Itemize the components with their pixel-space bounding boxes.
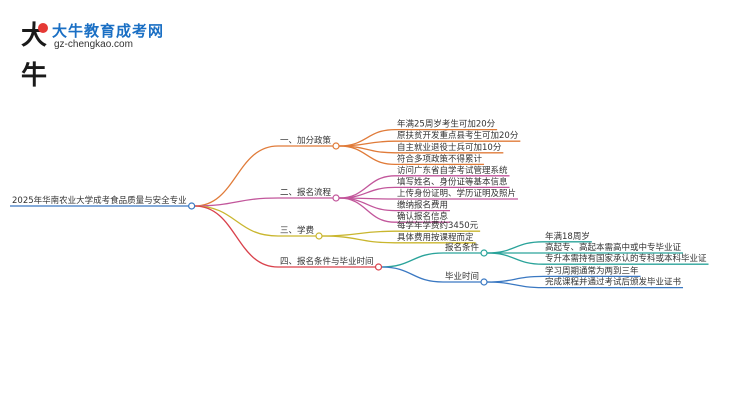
- leaf-1-4[interactable]: 符合多项政策不得累计: [397, 153, 483, 164]
- sub-branch-2[interactable]: 毕业时间: [445, 271, 479, 282]
- branch-1[interactable]: 一、加分政策: [280, 135, 332, 146]
- sub-branch-2-toggle[interactable]: [480, 278, 488, 286]
- leaf-2-3[interactable]: 上传身份证明、学历证明及照片: [397, 188, 516, 199]
- bull-logo-icon: 大牛: [14, 16, 54, 91]
- sub-leaf-1-3[interactable]: 专升本需持有国家承认的专科或本科毕业证: [545, 253, 707, 264]
- sub-branch-1[interactable]: 报名条件: [445, 242, 480, 253]
- leaf-3-1[interactable]: 每学年学费约3450元: [397, 220, 479, 231]
- sub-leaf-1-1[interactable]: 年满18周岁: [545, 231, 590, 242]
- leaf-2-5[interactable]: 确认报名信息: [397, 211, 449, 222]
- leaf-1-1[interactable]: 年满25周岁考生可加20分: [397, 119, 496, 130]
- leaf-2-1[interactable]: 访问广东省自学考试管理系统: [397, 165, 508, 176]
- link-sub-2: [381, 266, 444, 283]
- link-branch-1: [194, 145, 279, 207]
- link-sub-leaf-2-2: [487, 281, 544, 289]
- link-branch-4: [194, 205, 279, 268]
- branch-3[interactable]: 三、学费: [280, 225, 315, 236]
- link-branch-2: [194, 197, 279, 207]
- link-leaf-3-1: [322, 230, 396, 237]
- logo-site-url: gz-chengkao.com: [54, 39, 133, 50]
- link-sub-1: [381, 252, 444, 268]
- branch-4[interactable]: 四、报名条件与毕业时间: [280, 256, 374, 267]
- sub-leaf-1-2[interactable]: 高起专、高起本需高中或中专毕业证: [545, 242, 682, 253]
- root-topic[interactable]: 2025年华南农业大学成考食品质量与安全专业: [12, 195, 187, 206]
- branch-1-toggle[interactable]: [332, 142, 340, 150]
- sub-leaf-2-1[interactable]: 学习周期通常为两到三年: [545, 265, 639, 276]
- leaf-1-3[interactable]: 自主就业退役士兵可加10分: [397, 142, 502, 153]
- leaf-3-2[interactable]: 具体费用按课程而定: [397, 232, 474, 243]
- branch-2-toggle[interactable]: [332, 194, 340, 202]
- branch-4-toggle[interactable]: [374, 263, 383, 271]
- mind-map-nodes: 2025年华南农业大学成考食品质量与安全专业 一、加分政策 年满25周岁考生可加20…: [12, 119, 707, 288]
- link-sub-leaf-2-1: [487, 275, 544, 283]
- link-leaf-1-2: [339, 140, 396, 147]
- root-collapse-toggle[interactable]: [188, 202, 196, 210]
- link-sub-leaf-1-3: [487, 252, 544, 265]
- link-leaf-2-4: [339, 197, 396, 212]
- sub-leaf-2-2[interactable]: 完成课程并通过考试后颁发毕业证书: [545, 277, 682, 288]
- leaf-2-2[interactable]: 填写姓名、身份证等基本信息: [397, 176, 508, 187]
- logo-site-name: 大牛教育成考网: [52, 22, 165, 40]
- leaf-1-2[interactable]: 原扶贫开发重点县考生可加20分: [397, 130, 519, 141]
- link-sub-leaf-1-1: [487, 241, 544, 254]
- mind-map-links: [10, 128, 709, 289]
- branch-2[interactable]: 二、报名流程: [280, 187, 332, 198]
- link-leaf-2-1: [339, 175, 396, 199]
- site-logo[interactable]: 大牛 大牛教育成考网 gz-chengkao.com: [10, 14, 163, 91]
- link-branch-3: [194, 205, 279, 237]
- logo-red-dot: [38, 23, 48, 33]
- leaf-2-4[interactable]: 缴纳报名费用: [397, 200, 448, 211]
- link-leaf-2-5: [339, 197, 396, 223]
- branch-3-toggle[interactable]: [315, 232, 323, 240]
- link-leaf-2-2: [339, 186, 396, 199]
- link-leaf-1-4: [339, 145, 396, 166]
- link-leaf-3-2: [322, 235, 396, 244]
- sub-branch-1-toggle[interactable]: [480, 249, 488, 257]
